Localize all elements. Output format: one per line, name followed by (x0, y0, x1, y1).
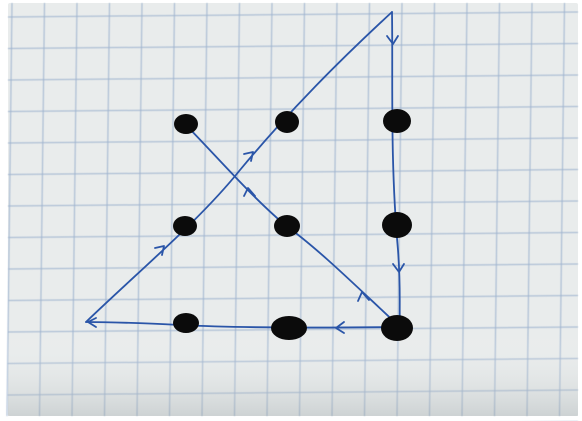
stroke-bottom-edge (85, 321, 401, 329)
down-arrow-icon (392, 263, 405, 273)
down-arrow-icon (386, 35, 399, 45)
dot-middle-right (382, 212, 412, 238)
up-left-arrow-icon (357, 291, 370, 302)
up-right-arrow-icon (154, 245, 165, 256)
dot-top-left (174, 114, 198, 134)
left-arrow-icon (87, 317, 97, 328)
dot-bottom-middle (271, 316, 307, 340)
up-left-arrow-icon (243, 187, 256, 197)
dot-top-right (383, 109, 411, 133)
paper-shading (8, 3, 578, 416)
dot-bottom-left (173, 313, 199, 333)
stroke-right-edge (391, 11, 401, 327)
dot-top-middle (275, 111, 299, 133)
up-right-arrow-icon (243, 151, 254, 162)
dot-grid (173, 109, 413, 341)
stroke-left-diagonal (85, 11, 393, 323)
dot-center (274, 215, 300, 237)
solution-path (85, 11, 405, 334)
left-arrow-icon (335, 321, 345, 334)
dot-middle-left (173, 216, 197, 236)
dot-bottom-right (381, 315, 413, 341)
